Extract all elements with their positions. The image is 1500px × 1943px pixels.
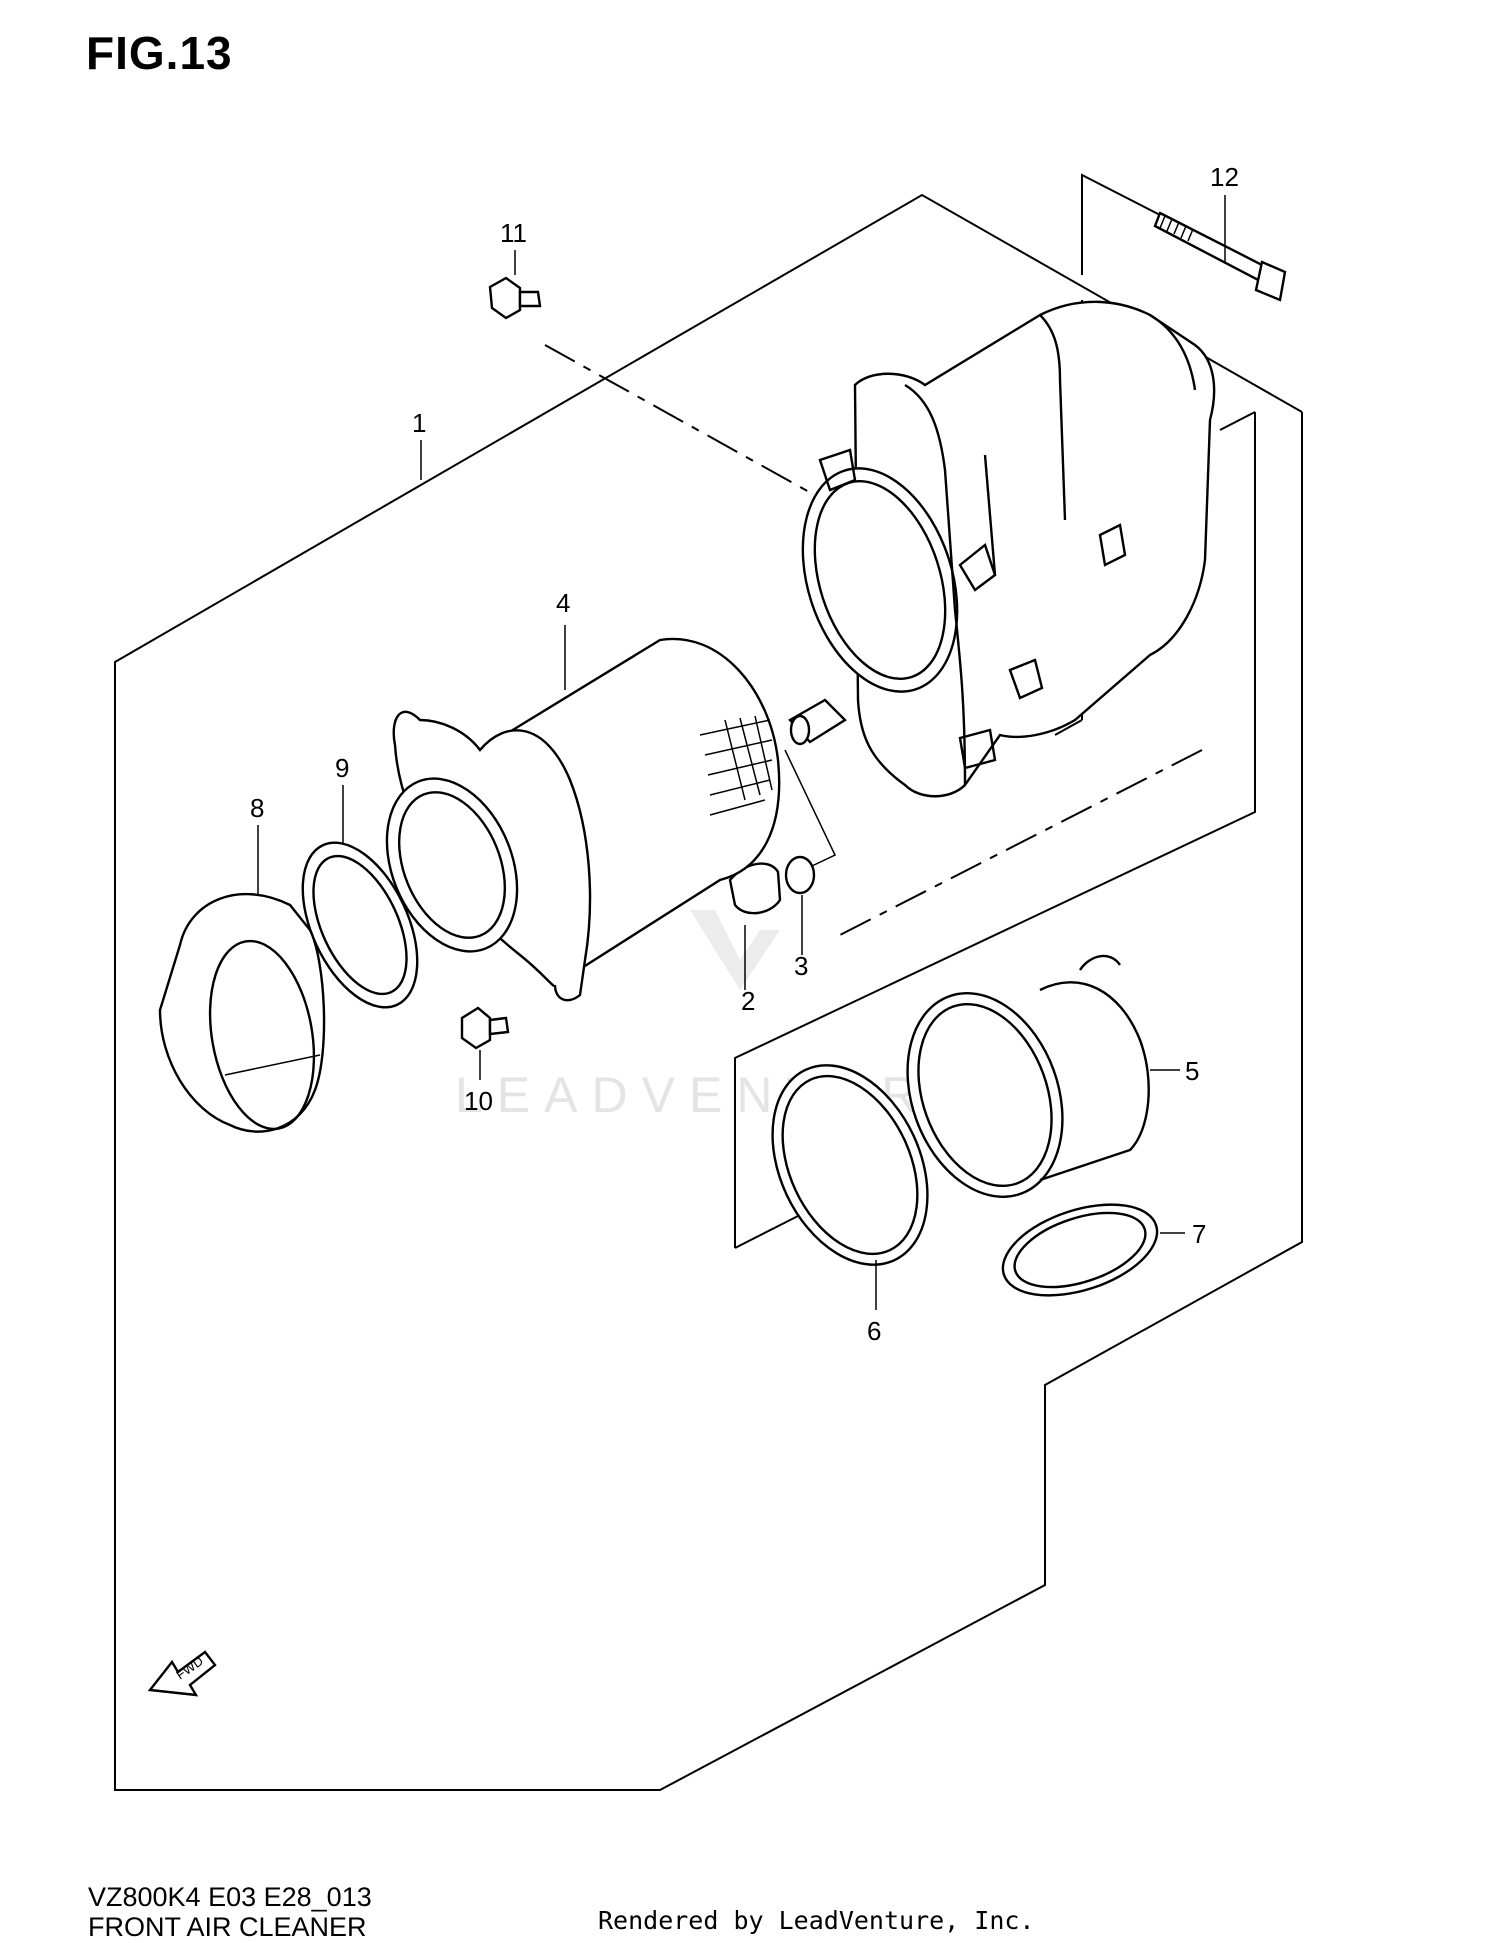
callout-12: 12 (1210, 162, 1239, 192)
drain-nozzle (784, 698, 847, 867)
bolt-part-12 (1153, 211, 1287, 302)
callout-8: 8 (250, 793, 264, 823)
callout-7: 7 (1192, 1219, 1206, 1249)
callout-11: 11 (500, 218, 527, 248)
fwd-arrow-icon: FWD (147, 1650, 217, 1697)
screw-part-11 (488, 276, 542, 320)
assembly-outline (114, 193, 1303, 1791)
intake-cover-part-8 (158, 825, 326, 1133)
air-filter-part-4 (385, 625, 781, 1002)
callout-10: 10 (464, 1086, 493, 1116)
callout-6: 6 (867, 1316, 881, 1346)
callout-9: 9 (335, 753, 349, 783)
callout-1: 1 (412, 408, 426, 438)
clamp-part-3 (784, 855, 816, 955)
band-part-9 (301, 785, 419, 1009)
intake-duct-part-5 (906, 954, 1180, 1198)
callout-4: 4 (556, 588, 570, 618)
figure-title: FIG.13 (86, 27, 233, 79)
clamp-ring-part-6 (771, 1064, 929, 1310)
air-cleaner-housing (801, 300, 1216, 798)
render-credit: Rendered by LeadVenture, Inc. (598, 1906, 1035, 1935)
ring-part-7 (1001, 1203, 1185, 1297)
diagram-code: VZ800K4 E03 E28_013 (88, 1882, 372, 1912)
callout-5: 5 (1185, 1056, 1199, 1086)
sub-assembly-bracket (734, 411, 1256, 1249)
diagram-name: FRONT AIR CLEANER (88, 1912, 367, 1942)
screw-part-10 (460, 1006, 510, 1080)
callout-3: 3 (794, 951, 808, 981)
assembly-axis-line (544, 344, 821, 499)
assembly-axis-line-2 (839, 749, 1203, 936)
callout-2: 2 (741, 986, 755, 1016)
